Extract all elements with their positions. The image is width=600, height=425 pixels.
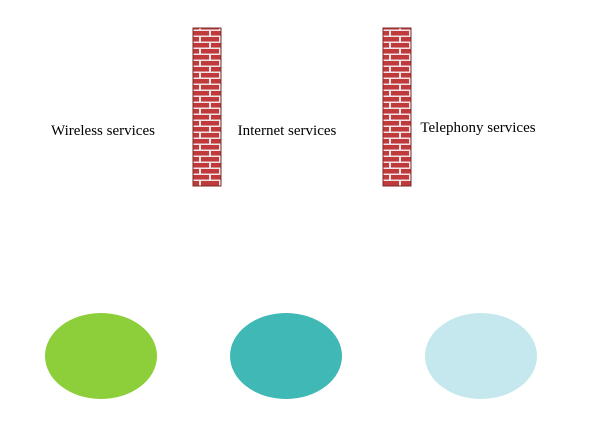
terminal-background (425, 313, 537, 399)
firewall-icon (192, 27, 222, 187)
service-group-wireless: [...] Wireless services (51, 123, 155, 139)
service-label-wireless: Wireless services (51, 123, 155, 139)
firewall-icon (382, 27, 412, 187)
terminal-background (45, 313, 157, 399)
computer-terminal: [...] (230, 313, 342, 399)
service-group-telephony: [...] Telephony services (420, 120, 535, 136)
service-label-internet: Internet services (238, 123, 337, 139)
service-label-telephony: Telephony services (420, 120, 535, 136)
mobile-phone-terminal: [...] (45, 313, 157, 399)
service-group-internet: [...] Internet services (238, 123, 337, 139)
terminal-background (230, 313, 342, 399)
telephone-terminal: [...] (425, 313, 537, 399)
